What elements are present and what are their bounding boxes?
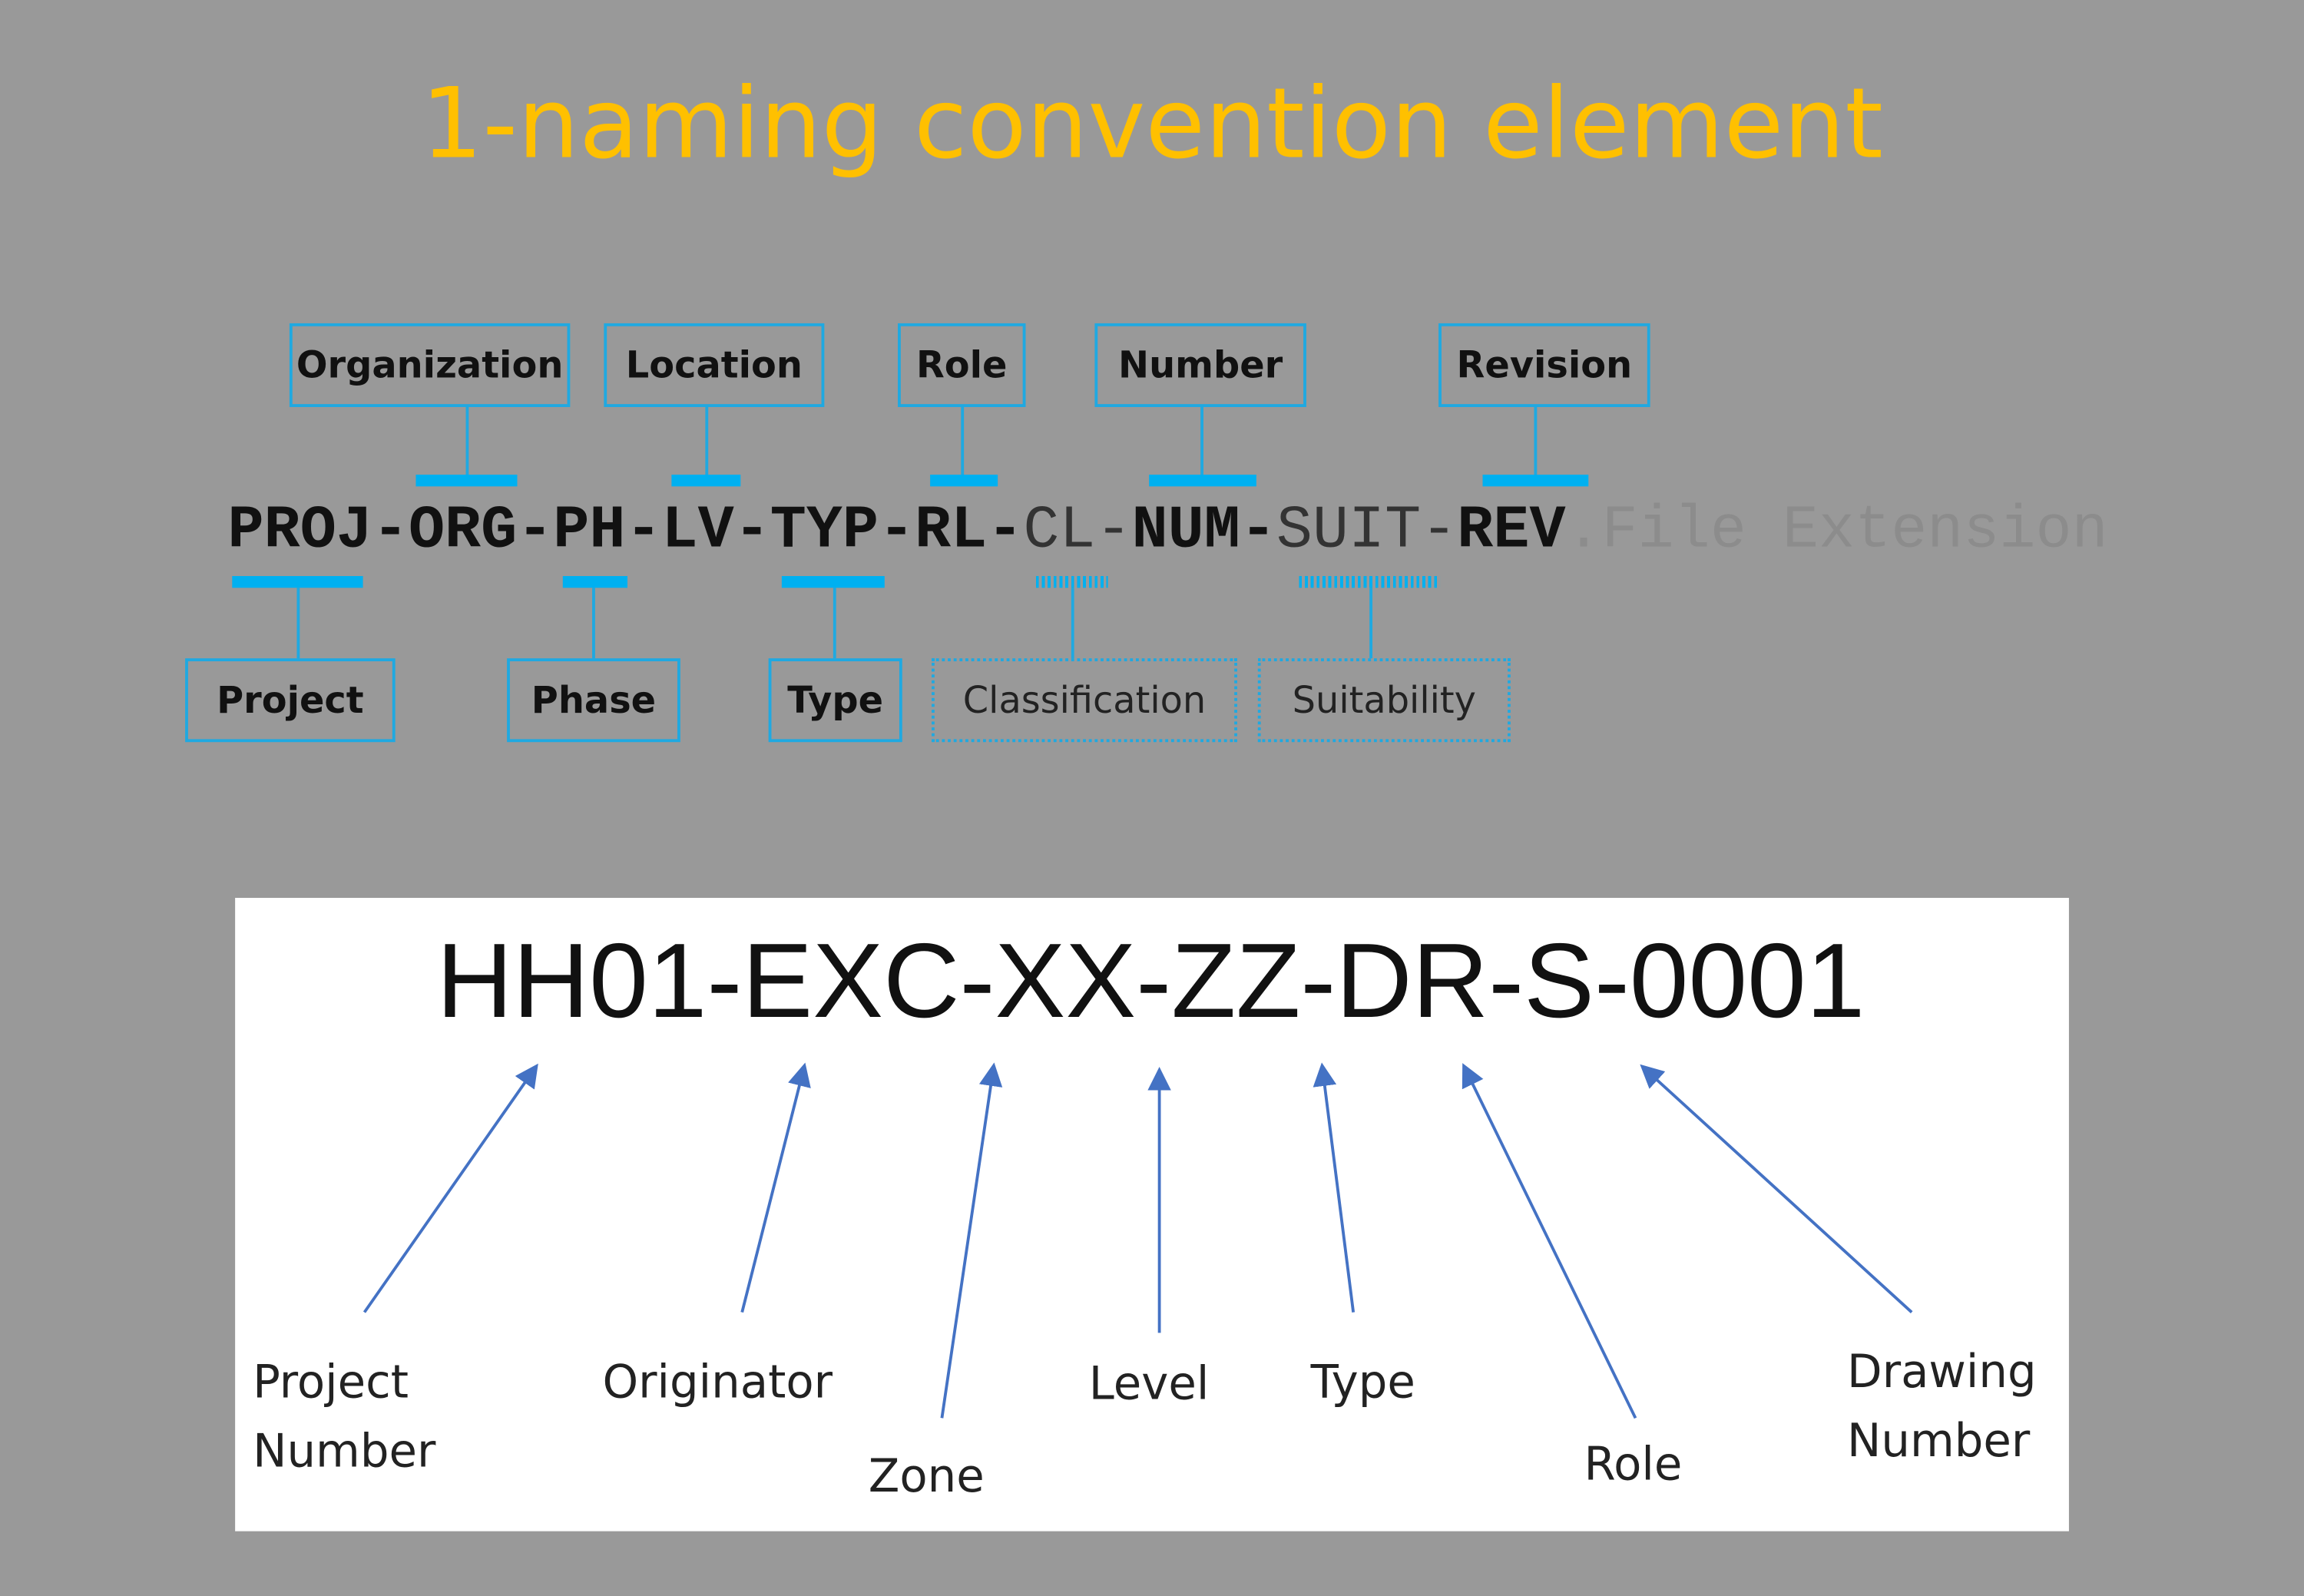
connector: [1534, 406, 1538, 476]
label-box-number: Number: [1094, 323, 1306, 407]
label-box-classification: Classification: [932, 658, 1237, 743]
annotation-project-number: Project Number: [253, 1356, 436, 1478]
arrow-originator: [740, 1062, 811, 1313]
marker-bar-project: [232, 576, 363, 588]
code-segment: PROJ: [227, 498, 372, 566]
marker-bar-revision: [1482, 474, 1589, 487]
code-segment: REV: [1457, 498, 1566, 566]
connector: [1200, 406, 1203, 476]
code-separator: -: [517, 498, 554, 566]
example-code: HH01-EXC-XX-ZZ-DR-S-0001: [436, 922, 1865, 1041]
arrow-project-number: [362, 1063, 538, 1313]
annotation-type: Type: [1310, 1356, 1415, 1409]
annotation-level: Level: [1088, 1357, 1210, 1411]
code-separator: -: [879, 498, 915, 566]
marker-bar-classification: [1035, 576, 1108, 588]
marker-bar-location: [671, 474, 741, 487]
arrow-role: [1462, 1063, 1637, 1419]
annotation-zone: Zone: [868, 1450, 985, 1504]
connector: [1369, 588, 1373, 659]
connector: [296, 588, 300, 659]
connector: [833, 588, 836, 659]
connector: [961, 406, 965, 476]
label-box-organization: Organization: [289, 323, 571, 407]
marker-bar-type: [781, 576, 885, 588]
annotation-originator: Originator: [602, 1356, 833, 1409]
connector: [1071, 588, 1074, 659]
marker-bar-organization: [415, 474, 518, 487]
naming-convention-code: PROJ-ORG-PH-LV-TYP-RL-CL-NUM-SUIT-REV.Fi…: [228, 497, 2108, 568]
code-separator: -: [1240, 498, 1276, 566]
slide-title: 1-naming convention element: [421, 68, 1883, 181]
label-box-location: Location: [604, 323, 825, 407]
label-box-phase: Phase: [507, 658, 680, 743]
code-segment: CL: [1023, 498, 1096, 566]
arrow-zone: [940, 1062, 1003, 1419]
marker-bar-role: [930, 474, 998, 487]
code-segment: LV: [661, 498, 734, 566]
code-separator: -: [987, 498, 1024, 566]
connector: [705, 406, 709, 476]
label-box-revision: Revision: [1438, 323, 1650, 407]
code-separator: -: [733, 498, 770, 566]
annotation-role: Role: [1584, 1439, 1683, 1492]
code-segment: SUIT: [1276, 498, 1422, 566]
connector: [592, 588, 595, 659]
label-box-suitability: Suitability: [1257, 658, 1511, 743]
code-segment: NUM: [1131, 498, 1240, 566]
code-segment: .File Extension: [1565, 498, 2108, 566]
code-segment: RL: [915, 498, 988, 566]
code-separator: -: [1421, 498, 1458, 566]
arrow-type: [1313, 1062, 1356, 1313]
code-separator: -: [372, 498, 409, 566]
marker-bar-number: [1149, 474, 1256, 487]
code-separator: -: [1095, 498, 1132, 566]
example-panel: [235, 898, 2069, 1531]
label-box-type: Type: [768, 658, 902, 743]
connector: [465, 406, 469, 476]
label-box-project: Project: [185, 658, 396, 743]
annotation-drawing-number: Drawing Number: [1847, 1346, 2037, 1469]
marker-bar-suitability: [1299, 576, 1441, 588]
arrow-drawing-number: [1640, 1064, 1913, 1313]
code-separator: -: [625, 498, 662, 566]
label-box-role: Role: [898, 323, 1026, 407]
code-segment: TYP: [770, 498, 879, 566]
code-segment: PH: [553, 498, 626, 566]
code-segment: ORG: [408, 498, 518, 566]
marker-bar-phase: [562, 576, 627, 588]
